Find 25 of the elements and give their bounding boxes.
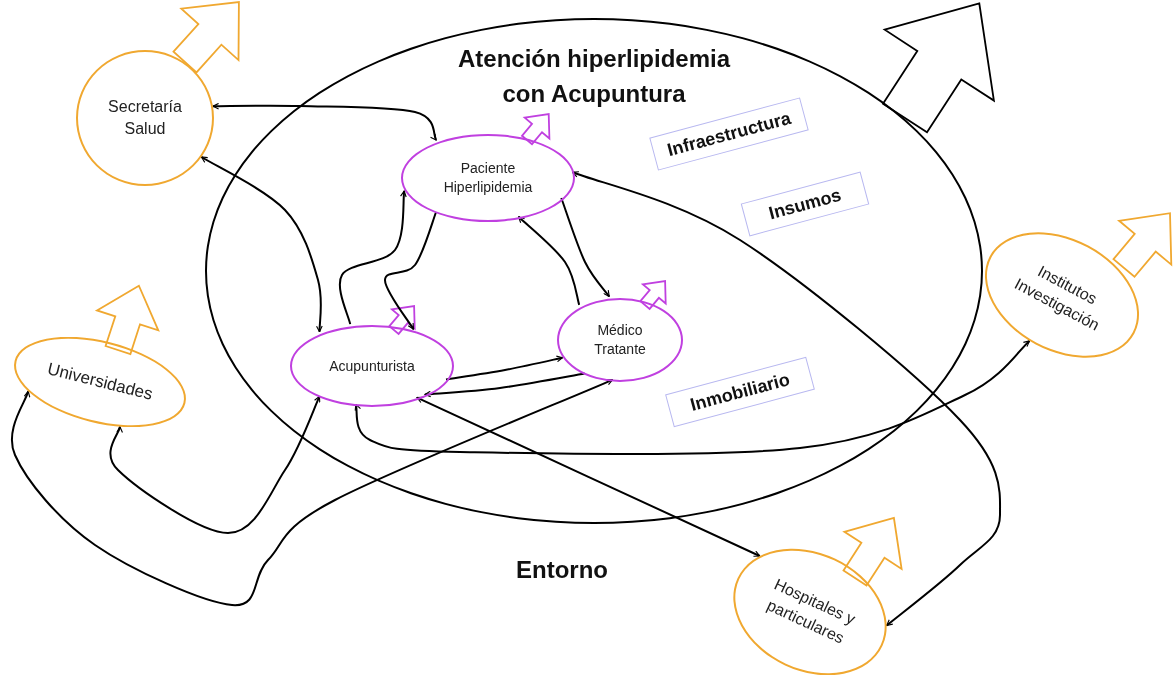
- arrow: [571, 170, 1002, 627]
- arrow: [10, 378, 614, 606]
- arrow: [212, 102, 438, 141]
- arrow: [423, 372, 586, 398]
- node-label: Paciente Hiperlipidemia: [442, 159, 534, 197]
- node-heading: Atención hiperlipidemia con Acupuntura: [456, 44, 732, 109]
- node-label: Médico Tratante: [593, 321, 647, 359]
- box-label: Insumos: [766, 184, 844, 224]
- region-label: Entorno: [516, 556, 608, 584]
- arrow: [560, 197, 611, 298]
- arrow: [353, 339, 1031, 456]
- arrow: [416, 396, 761, 557]
- arrow: [338, 190, 407, 326]
- actor-ellipse: [557, 298, 683, 382]
- actor-ellipse: [76, 50, 214, 186]
- node-label: Acupunturista: [328, 356, 416, 376]
- node-label: Secretaría Salud: [107, 97, 183, 139]
- arrow: [445, 355, 564, 381]
- arrow: [517, 215, 581, 306]
- system-ellipse: [205, 18, 983, 524]
- arrow: [109, 395, 321, 534]
- arrow: [200, 156, 323, 333]
- arrow: [384, 211, 438, 331]
- actor-ellipse: [290, 325, 454, 407]
- actor-ellipse: [401, 134, 575, 222]
